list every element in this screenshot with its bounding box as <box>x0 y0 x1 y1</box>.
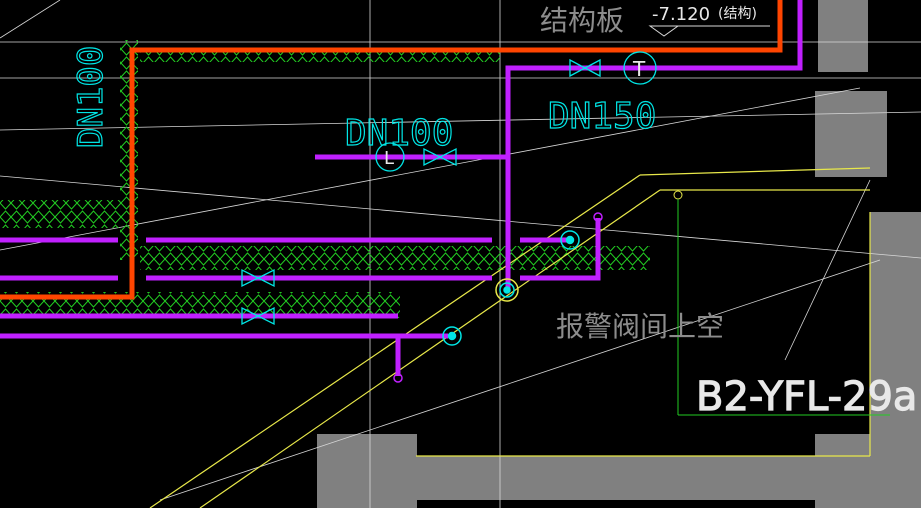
wall-right-column <box>870 212 921 508</box>
valve-symbol-right: T <box>632 57 646 81</box>
label-structure-slab: 结构板 <box>540 4 624 37</box>
gate-valve-dn100 <box>423 147 457 167</box>
riser-head-3 <box>442 326 462 346</box>
gate-valve-row3 <box>241 306 275 326</box>
label-dn150: DN150 <box>548 96 656 137</box>
pipe-end-caps <box>393 212 603 383</box>
label-dn100-vertical: DN100 <box>71 46 111 148</box>
riser-head-2 <box>495 278 519 302</box>
label-dn100-horizontal: DN100 <box>345 113 453 154</box>
label-alarm-valve-room: 报警阀间上空 <box>556 310 724 343</box>
riser-heads <box>442 230 580 346</box>
wall-bottom-left <box>317 434 417 508</box>
riser-leader <box>673 190 890 416</box>
wall-right-upper <box>815 91 887 177</box>
flow-indicator-circle-left <box>375 142 405 172</box>
riser-head-1 <box>560 230 580 250</box>
sprinkler-pipes <box>0 0 803 376</box>
label-elevation-note: (结构) <box>718 6 757 22</box>
elevation-marker <box>648 25 770 37</box>
wall-bottom-right <box>815 434 870 508</box>
wall-bottom-beam <box>417 456 870 500</box>
wall-top-right <box>818 0 868 72</box>
fire-main-pipe <box>0 0 783 300</box>
gate-valve-dn150 <box>569 58 601 78</box>
flow-indicator-circle-right <box>623 51 657 85</box>
valve-symbol-left: L <box>384 148 394 169</box>
label-riser-tag: B2-YFL-29a <box>696 374 917 420</box>
walls <box>317 0 921 508</box>
label-elevation: -7.120 <box>652 4 710 25</box>
slab-outline <box>149 167 871 508</box>
valves <box>241 51 657 326</box>
gate-valve-row2 <box>241 268 275 288</box>
